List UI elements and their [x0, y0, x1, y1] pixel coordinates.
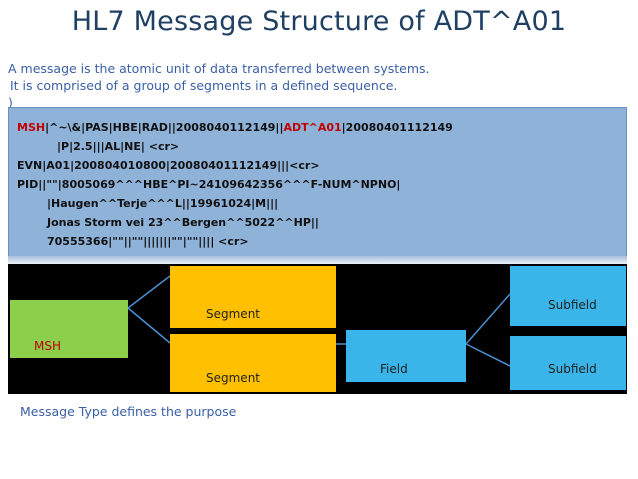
msh-box: MSH	[10, 300, 128, 358]
subfield-label-2: Subfield	[548, 362, 597, 376]
segment-box-2: Segment	[170, 334, 336, 392]
message-box	[8, 107, 627, 257]
message-line-7: 70555366|""||""|||||||""|""|||| <cr>	[47, 235, 249, 248]
connector-msh-segment1	[127, 275, 171, 309]
message-line-4: PID||""|8005069^^^HBE^PI~24109642356^^^F…	[17, 178, 401, 191]
msh-segment-id: MSH	[17, 121, 46, 134]
segment-label-2: Segment	[206, 371, 260, 385]
intro-line-2: It is comprised of a group of segments i…	[10, 78, 398, 93]
segment-label-1: Segment	[206, 307, 260, 321]
message-type: ADT^A01	[283, 121, 342, 134]
message-line-6: Jonas Storm vei 23^^Bergen^^5022^^HP||	[47, 216, 319, 229]
message-line-1: MSH|^~\&|PAS|HBE|RAD||2008040112149||ADT…	[17, 118, 453, 137]
connector-msh-segment2	[127, 307, 171, 344]
subfield-box-1: Subfield	[510, 266, 626, 326]
connector-lines	[127, 275, 511, 367]
page-title: HL7 Message Structure of ADT^A01	[71, 6, 567, 37]
field-box: Field	[346, 330, 466, 382]
message-line-3: EVN|A01|200804010800|20080401112149|||<c…	[17, 159, 320, 172]
message-line-1-part-d: |20080401112149	[341, 121, 453, 134]
connector-field-subfield1	[465, 293, 511, 345]
subfield-label-1: Subfield	[548, 298, 597, 312]
field-label: Field	[380, 362, 408, 376]
segment-box-1: Segment	[170, 266, 336, 328]
message-line-5: |Haugen^^Terje^^^L||19961024|M|||	[47, 197, 279, 210]
intro-text: A message is the atomic unit of data tra…	[8, 60, 429, 111]
structure-diagram: MSH Segment Segment Field Subfield Subfi…	[8, 264, 627, 394]
message-box-shadow	[8, 256, 627, 266]
intro-line-1: A message is the atomic unit of data tra…	[8, 61, 430, 76]
message-line-2: |P|2.5|||AL|NE| <cr>	[57, 140, 180, 153]
connector-field-subfield2	[465, 343, 511, 367]
footnote: Message Type defines the purpose	[20, 404, 237, 419]
intro-line-3: )	[8, 95, 13, 110]
subfield-box-2: Subfield	[510, 336, 626, 390]
msh-label: MSH	[34, 339, 61, 353]
message-line-1-part-b: |^~\&|PAS|HBE|RAD||2008040112149||	[45, 121, 284, 134]
hl7-message: MSH|^~\&|PAS|HBE|RAD||2008040112149||ADT…	[17, 118, 453, 251]
